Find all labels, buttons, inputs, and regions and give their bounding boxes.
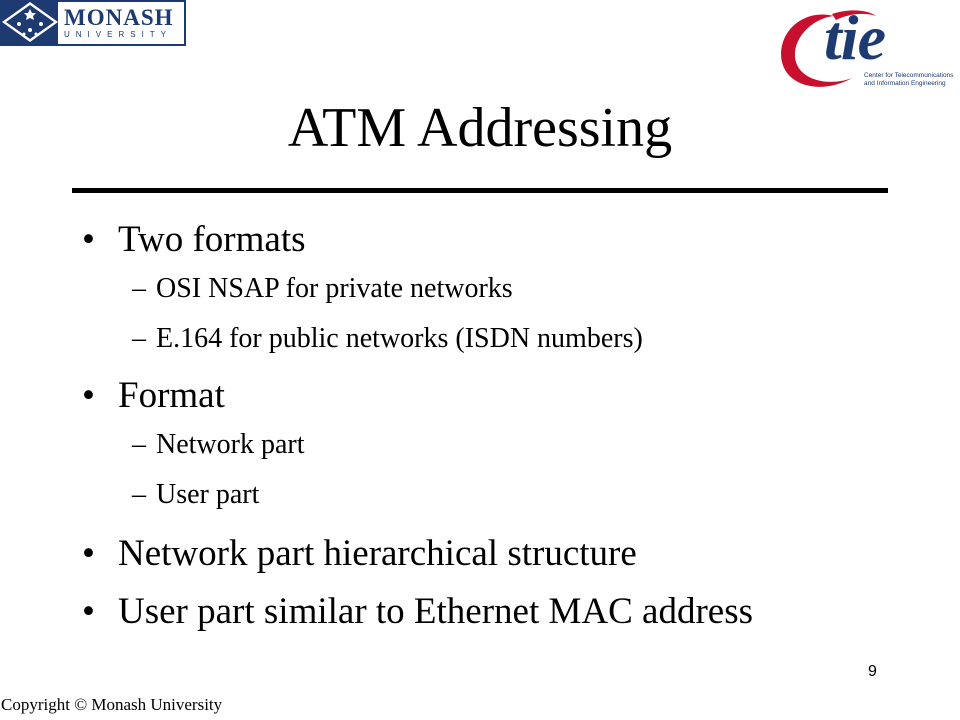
- sub-bullet-text: OSI NSAP for private networks: [156, 273, 513, 304]
- ctie-logo-word: tie: [824, 2, 886, 73]
- bullet-marker: •: [82, 375, 95, 416]
- slide-title: ATM Addressing: [287, 97, 673, 159]
- bullet-item: • User part similar to Ethernet MAC addr…: [82, 590, 942, 634]
- sub-bullet-item: – E.164 for public networks (ISDN number…: [82, 322, 942, 356]
- bullet-marker: •: [82, 219, 95, 260]
- sub-bullet-marker: –: [132, 479, 146, 510]
- bullet-item: • Two formats: [82, 218, 942, 262]
- ctie-logo: tie Center for Telecommunications and In…: [772, 4, 958, 98]
- monash-logo-name: MONASH: [64, 4, 174, 30]
- sub-bullet-item: – OSI NSAP for private networks: [82, 272, 942, 306]
- sub-bullet-marker: –: [132, 273, 146, 304]
- page-number: 9: [868, 663, 877, 680]
- sub-bullet-item: – Network part: [82, 428, 942, 462]
- copyright-notice: Copyright © Monash University: [1, 695, 223, 714]
- bullet-text: Network part hierarchical structure: [118, 533, 637, 574]
- bullet-item: • Network part hierarchical structure: [82, 532, 942, 576]
- bullet-marker: •: [82, 591, 95, 632]
- bullet-text: User part similar to Ethernet MAC addres…: [118, 591, 754, 632]
- bullet-marker: •: [82, 533, 95, 574]
- sub-bullet-item: – User part: [82, 478, 942, 512]
- monash-university-logo: MONASH UNIVERSITY: [0, 0, 186, 46]
- bullet-item: • Format: [82, 374, 942, 418]
- ctie-swoosh-icon: [781, 10, 876, 87]
- monash-shield-icon: [2, 2, 58, 44]
- monash-logo-subtitle: UNIVERSITY: [64, 29, 173, 39]
- bullet-text: Format: [118, 375, 225, 416]
- bullet-text: Two formats: [118, 219, 306, 260]
- bullet-list: • Two formats – OSI NSAP for private net…: [82, 218, 942, 634]
- sub-bullet-text: Network part: [156, 429, 305, 460]
- sub-bullet-marker: –: [132, 323, 146, 354]
- ctie-caption-line2: and Information Engineering: [864, 80, 946, 87]
- sub-bullet-marker: –: [132, 429, 146, 460]
- ctie-caption-line1: Center for Telecommunications: [864, 72, 954, 79]
- sub-bullet-text: User part: [156, 479, 260, 510]
- ctie-logo-caption: Center for Telecommunications and Inform…: [864, 72, 958, 88]
- sub-bullet-text: E.164 for public networks (ISDN numbers): [156, 323, 643, 354]
- title-underline: [72, 188, 888, 193]
